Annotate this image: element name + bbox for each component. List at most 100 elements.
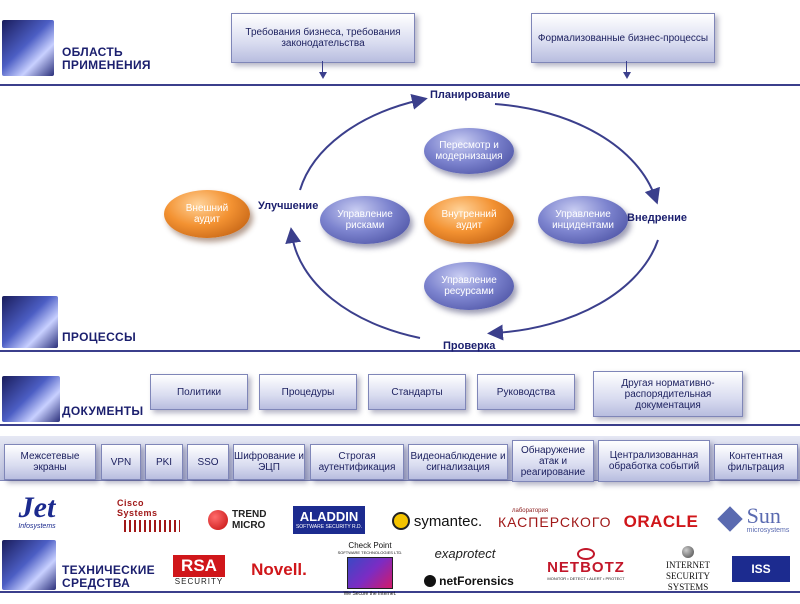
netforensics-text: netForensics: [439, 574, 514, 588]
iss-line2-text: SECURITY: [665, 570, 710, 581]
kaspersky-text: КАСПЕРСКОГО: [498, 514, 612, 530]
cycle-arc-left-top: [299, 93, 428, 191]
tool-box-siem: Централизованная обработка событий: [598, 440, 710, 482]
doc-box-policies: Политики: [150, 374, 248, 410]
novell-logo: Novell.: [240, 556, 318, 584]
section-label-processes: ПРОЦЕССЫ: [62, 330, 137, 344]
netbotz-eye-icon: [577, 547, 595, 560]
tool-box-sso: SSO: [187, 444, 229, 480]
tool-box-video: Видеонаблюдение и сигнализация: [408, 444, 508, 480]
cycle-arc-right-bottom: [487, 239, 659, 341]
sun-sub-text: microsystems: [746, 526, 790, 534]
exaprotect-logo: exaprotect: [420, 542, 510, 564]
symantec-text: symantec.: [413, 512, 483, 530]
novell-text: Novell.: [251, 560, 307, 579]
oracle-logo: ORACLE: [620, 510, 702, 534]
cisco-logo: Cisco Systems: [117, 498, 187, 532]
oval-resource-management: Управление ресурсами: [424, 262, 514, 310]
jet-logo-text: Jet: [18, 490, 56, 524]
iss-systems-logo: INTERNET SECURITY SYSTEMS: [650, 540, 726, 598]
trend-micro-logo: TREND MICRO: [202, 506, 282, 534]
cycle-arc-top-right: [494, 103, 660, 205]
cycle-label-planning: Планирование: [430, 89, 511, 101]
scope-thumbnail: [2, 20, 54, 76]
checkpoint-emblem-icon: [347, 557, 393, 589]
aladdin-logo: ALADDIN SOFTWARE SECURITY R.D.: [293, 506, 365, 534]
section-label-tech: ТЕХНИЧЕСКИЕ СРЕДСТВА: [62, 563, 155, 590]
rsa-sub-text: SECURITY: [174, 576, 224, 586]
kaspersky-pre-text: лаборатория: [512, 508, 549, 514]
scope-arrow-line-2: [626, 61, 627, 72]
cycle-label-implementation: Внедрение: [627, 212, 688, 224]
divider-scope: [0, 84, 800, 86]
divider-processes: [0, 350, 800, 352]
netbotz-text: NETBOTZ: [547, 558, 625, 576]
oval-internal-audit: Внутренний аудит: [424, 196, 514, 244]
oval-external-audit: Внешний аудит: [164, 190, 250, 238]
trend-micro-ball-icon: [208, 510, 228, 530]
tool-box-pki: PKI: [145, 444, 183, 480]
tool-box-intrusion: Обнаружение атак и реагирование: [512, 440, 594, 482]
sun-logo-text-group: Sun microsystems: [746, 502, 790, 534]
iss-globe-icon: [682, 545, 694, 558]
divider-documents: [0, 424, 800, 426]
section-label-documents: ДОКУМЕНТЫ: [62, 404, 144, 418]
oval-incident-management: Управление инцидентами: [538, 196, 628, 244]
jet-logo: Jet Infosystems: [8, 488, 66, 534]
processes-thumbnail: [2, 296, 58, 348]
oval-review: Пересмотр и модернизация: [424, 128, 514, 174]
doc-box-guides: Руководства: [477, 374, 575, 410]
aladdin-logo-sub: SOFTWARE SECURITY R.D.: [295, 524, 363, 530]
cisco-bridge-icon: [124, 520, 180, 532]
cycle-label-improvement: Улучшение: [258, 200, 319, 212]
sun-logo: Sun microsystems: [712, 502, 798, 536]
netbotz-logo: NETBOTZ MONITOR • DETECT • ALERT • PROTE…: [538, 544, 634, 584]
sun-diamond-icon: [716, 506, 743, 532]
sun-text: Sun: [746, 502, 781, 528]
checkpoint-tag-text: We Secure the Internet.: [343, 591, 397, 597]
oval-review-label: Пересмотр и модернизация: [435, 140, 503, 162]
scope-arrow-2: [623, 72, 631, 79]
symantec-logo: symantec.: [385, 508, 489, 534]
cisco-logo-text: Cisco Systems: [117, 498, 158, 518]
aladdin-logo-text: ALADDIN: [299, 509, 359, 524]
tool-box-content-filter: Контентная фильтрация: [714, 444, 798, 480]
checkpoint-text: Check Point: [348, 541, 392, 550]
scope-arrow-1: [319, 72, 327, 79]
netforensics-globe-icon: [424, 575, 437, 587]
iss-logo: ISS: [732, 556, 790, 582]
section-label-scope: ОБЛАСТЬ ПРИМЕНЕНИЯ: [62, 45, 151, 72]
iss-line3-text: SYSTEMS: [667, 581, 709, 592]
checkpoint-logo: Check Point SOFTWARE TECHNOLOGIES LTD. W…: [330, 538, 410, 600]
scope-box-requirements: Требования бизнеса, требования законодат…: [231, 13, 415, 63]
tech-thumbnail: [2, 540, 56, 590]
netforensics-logo: netForensics: [418, 570, 520, 592]
oval-risk-management: Управление рисками: [320, 196, 410, 244]
documents-thumbnail: [2, 376, 60, 422]
doc-box-standards: Стандарты: [368, 374, 466, 410]
trend-micro-text: TREND MICRO: [232, 509, 267, 531]
tool-box-vpn: VPN: [101, 444, 141, 480]
scope-box-processes: Формализованные бизнес-процессы: [531, 13, 715, 63]
jet-logo-sub: Infosystems: [18, 522, 56, 530]
iss-line1-text: INTERNET: [666, 559, 710, 570]
checkpoint-sub-text: SOFTWARE TECHNOLOGIES LTD.: [337, 550, 403, 555]
tool-box-strong-auth: Строгая аутентификация: [310, 444, 404, 480]
oracle-text: ORACLE: [623, 512, 699, 531]
doc-box-procedures: Процедуры: [259, 374, 357, 410]
tool-box-encryption: Шифрование и ЭЦП: [233, 444, 305, 480]
scope-arrow-line-1: [322, 61, 323, 72]
oval-risk-management-label: Управление рисками: [337, 209, 393, 231]
symantec-dot-icon: [391, 512, 410, 530]
tool-box-firewall: Межсетевые экраны: [4, 444, 96, 480]
oval-incident-management-label: Управление инцидентами: [552, 209, 614, 231]
cycle-arc-bottom-left: [285, 227, 421, 339]
rsa-text: RSA: [173, 554, 225, 577]
netbotz-sub-text: MONITOR • DETECT • ALERT • PROTECT: [547, 575, 625, 581]
cycle-label-check: Проверка: [443, 340, 496, 352]
doc-box-other: Другая нормативно-распорядительная докум…: [593, 371, 743, 417]
iss-text: ISS: [751, 562, 771, 576]
divider-tech: [0, 591, 800, 593]
oval-internal-audit-label: Внутренний аудит: [441, 209, 497, 231]
